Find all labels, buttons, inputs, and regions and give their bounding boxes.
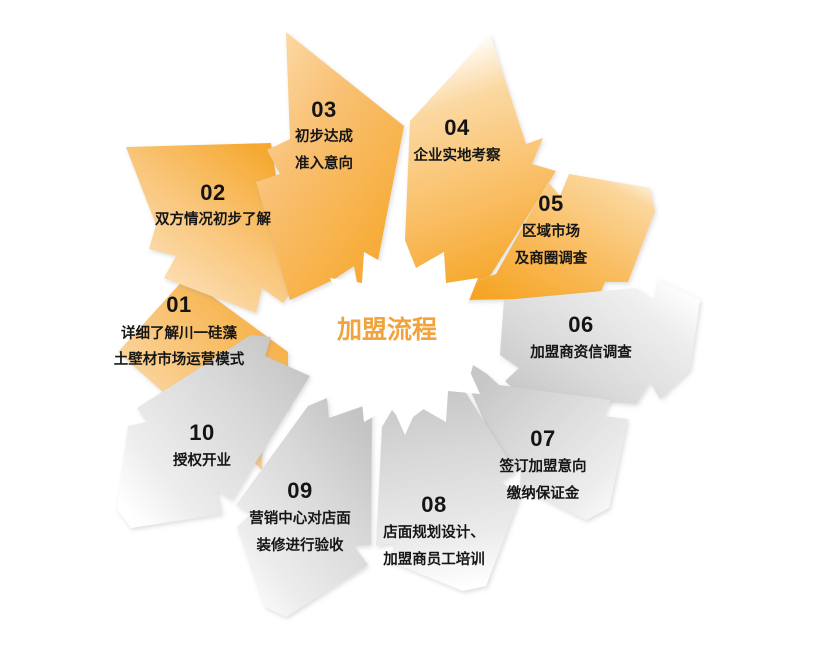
segment-shape-02[interactable] [126,143,293,313]
segment-text-07-line-1: 签订加盟意向 [499,457,587,475]
center-star-shape [311,238,498,435]
segment-text-07-line-2: 缴纳保证金 [507,484,580,502]
segment-shape-04[interactable] [404,34,556,297]
segment-label-10: 10 授权开业 [173,420,231,469]
segment-shape-06[interactable] [500,279,700,404]
segment-shape-09[interactable] [236,398,372,617]
segment-text-08-line-1: 店面规划设计、 [383,523,485,541]
segment-number-07: 07 [530,426,555,451]
segment-number-08: 08 [421,492,446,517]
segment-text-01-line-1: 详细了解川一硅藻 [121,324,237,342]
segment-number-03: 03 [311,97,336,122]
segment-number-02: 02 [200,180,225,205]
center-hub [311,238,498,435]
center-title: 加盟流程 [336,316,437,344]
segment-label-02: 02 双方情况初步了解 [155,180,271,228]
segment-label-04: 04 企业实地考察 [413,115,501,164]
segment-text-06-line-1: 加盟商资信调查 [529,343,632,361]
segment-text-05-line-2: 及商圈调查 [515,249,588,267]
segment-text-09-line-1: 营销中心对店面 [249,509,351,527]
segment-number-06: 06 [568,312,593,337]
segment-text-05-line-1: 区域市场 [522,222,580,240]
segment-text-02-line-1: 双方情况初步了解 [155,210,271,228]
segment-text-09-line-2: 装修进行验收 [256,536,344,554]
segment-label-08: 08 店面规划设计、加盟商员工培训 [382,492,485,568]
segment-text-03-line-2: 准入意向 [295,154,353,172]
segment-labels: 01详细了解川一硅藻土壁材市场运营模式02双方情况初步了解03初步达成准入意向0… [114,97,632,568]
segment-text-10-line-1: 授权开业 [173,451,231,469]
segment-label-06: 06 加盟商资信调查 [529,312,632,361]
segment-shape-07[interactable] [468,365,628,520]
segment-number-04: 04 [444,115,470,140]
segment-shape-08[interactable] [376,382,521,591]
segment-text-01-line-2: 土壁材市场运营模式 [114,350,245,368]
segment-text-03-line-1: 初步达成 [295,127,353,145]
segment-number-05: 05 [538,191,563,216]
segment-number-09: 09 [287,478,312,503]
segment-shape-03[interactable] [256,32,404,300]
segment-text-04-line-1: 企业实地考察 [413,146,501,164]
segment-shape-05[interactable] [441,174,655,300]
segment-shape-10[interactable] [117,335,310,528]
segment-number-10: 10 [189,420,214,445]
segment-text-08-line-2: 加盟商员工培训 [382,550,485,568]
segment-number-01: 01 [166,292,191,317]
process-segments [117,32,700,617]
